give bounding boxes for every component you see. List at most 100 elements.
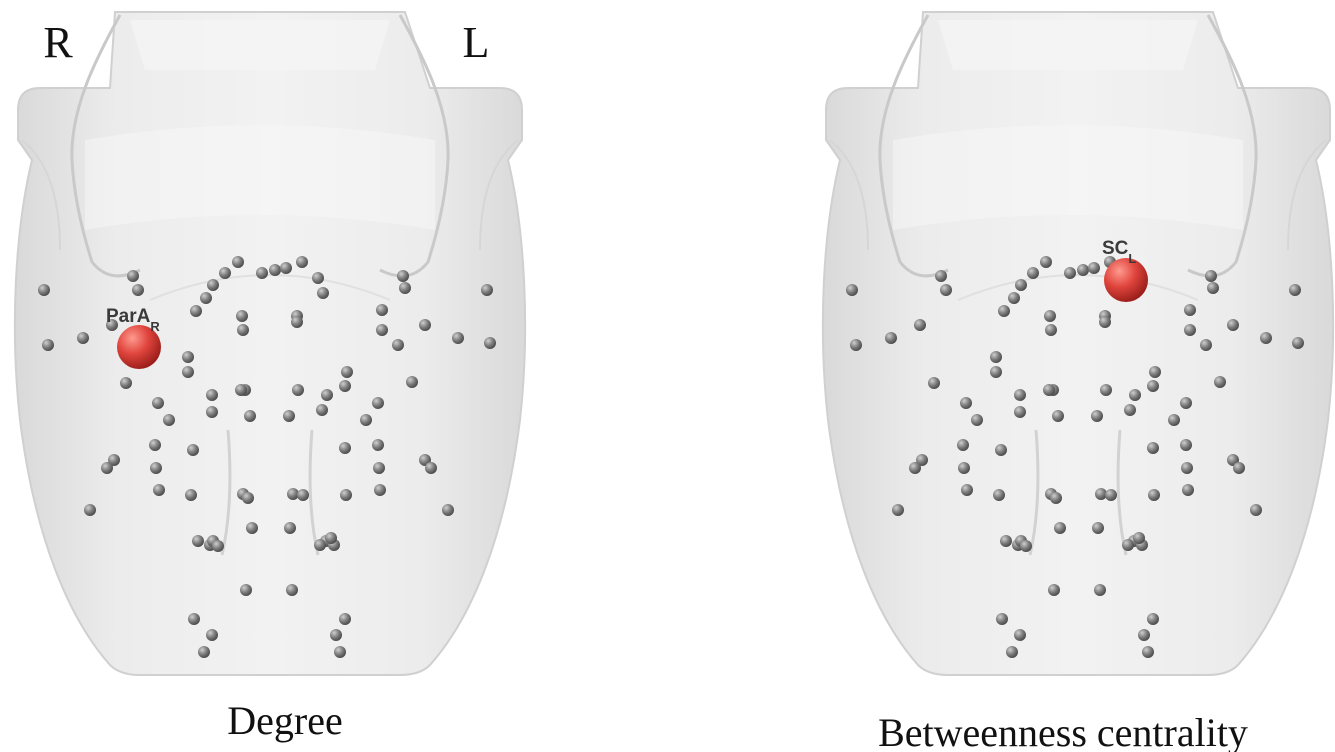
node-sphere (292, 384, 304, 396)
node-sphere (206, 406, 218, 418)
node-sphere (206, 629, 218, 641)
node-sphere (481, 284, 493, 296)
node-sphere (1207, 282, 1219, 294)
node-sphere (1133, 532, 1145, 544)
node-sphere (84, 504, 96, 516)
node-sphere (885, 332, 897, 344)
node-sphere (960, 397, 972, 409)
node-sphere (1233, 462, 1245, 474)
node-sphere (1260, 332, 1272, 344)
node-sphere (1077, 264, 1089, 276)
node-sphere (1289, 284, 1301, 296)
node-sphere (1147, 380, 1159, 392)
node-sphere (235, 384, 247, 396)
node-sphere (192, 535, 204, 547)
brain-outline (15, 12, 525, 675)
node-sphere (1184, 304, 1196, 316)
node-sphere (150, 462, 162, 474)
node-sphere (296, 256, 308, 268)
node-sphere (452, 332, 464, 344)
node-sphere (1214, 376, 1226, 388)
node-sphere (283, 410, 295, 422)
node-sphere (152, 397, 164, 409)
node-sphere (374, 484, 386, 496)
node-sphere (1099, 316, 1111, 328)
node-sphere (149, 439, 161, 451)
node-sphere (1142, 646, 1154, 658)
node-sphere (330, 629, 342, 641)
node-sphere (419, 319, 431, 331)
node-sphere (995, 444, 1007, 456)
node-sphere (182, 366, 194, 378)
node-sphere (339, 613, 351, 625)
node-sphere (1180, 439, 1192, 451)
node-sphere (892, 504, 904, 516)
node-sphere (998, 305, 1010, 317)
node-sphere (1088, 262, 1100, 274)
node-sphere (909, 462, 921, 474)
orientation-right-label: R (43, 18, 73, 67)
node-sphere (1008, 292, 1020, 304)
node-sphere (1227, 319, 1239, 331)
node-sphere (206, 389, 218, 401)
node-sphere (1040, 256, 1052, 268)
node-sphere (957, 439, 969, 451)
node-sphere (1184, 324, 1196, 336)
node-sphere (236, 310, 248, 322)
panel-title: Degree (227, 698, 342, 743)
hub-node (1104, 258, 1148, 302)
node-sphere (397, 270, 409, 282)
node-sphere (971, 414, 983, 426)
node-sphere (1045, 324, 1057, 336)
node-sphere (442, 504, 454, 516)
node-sphere (212, 540, 224, 552)
node-sphere (1148, 489, 1160, 501)
node-sphere (484, 337, 496, 349)
degree-panel: ParAR Degree (15, 12, 525, 743)
node-sphere (1020, 540, 1032, 552)
node-sphere (1014, 406, 1026, 418)
node-sphere (425, 462, 437, 474)
node-sphere (1147, 442, 1159, 454)
node-sphere (242, 492, 254, 504)
node-sphere (399, 282, 411, 294)
node-sphere (77, 332, 89, 344)
node-sphere (1054, 522, 1066, 534)
node-sphere (317, 287, 329, 299)
node-sphere (182, 351, 194, 363)
node-sphere (1105, 489, 1117, 501)
node-sphere (1014, 389, 1026, 401)
node-sphere (244, 410, 256, 422)
node-sphere (928, 377, 940, 389)
node-sphere (940, 284, 952, 296)
node-sphere (1147, 613, 1159, 625)
node-sphere (1205, 270, 1217, 282)
node-sphere (376, 324, 388, 336)
node-sphere (200, 292, 212, 304)
node-sphere (1006, 646, 1018, 658)
node-sphere (163, 414, 175, 426)
node-sphere (373, 462, 385, 474)
node-sphere (240, 584, 252, 596)
node-sphere (246, 522, 258, 534)
node-sphere (1000, 535, 1012, 547)
node-sphere (291, 316, 303, 328)
node-sphere (269, 264, 281, 276)
node-sphere (190, 305, 202, 317)
node-sphere (153, 484, 165, 496)
node-sphere (1168, 414, 1180, 426)
node-sphere (1138, 629, 1150, 641)
orientation-left-label: L (463, 18, 490, 67)
node-sphere (935, 270, 947, 282)
node-sphere (1064, 267, 1076, 279)
node-sphere (996, 613, 1008, 625)
node-sphere (958, 462, 970, 474)
node-sphere (993, 489, 1005, 501)
node-sphere (376, 304, 388, 316)
node-sphere (1091, 410, 1103, 422)
node-sphere (1092, 522, 1104, 534)
node-sphere (1027, 267, 1039, 279)
node-sphere (1182, 484, 1194, 496)
node-sphere (406, 376, 418, 388)
